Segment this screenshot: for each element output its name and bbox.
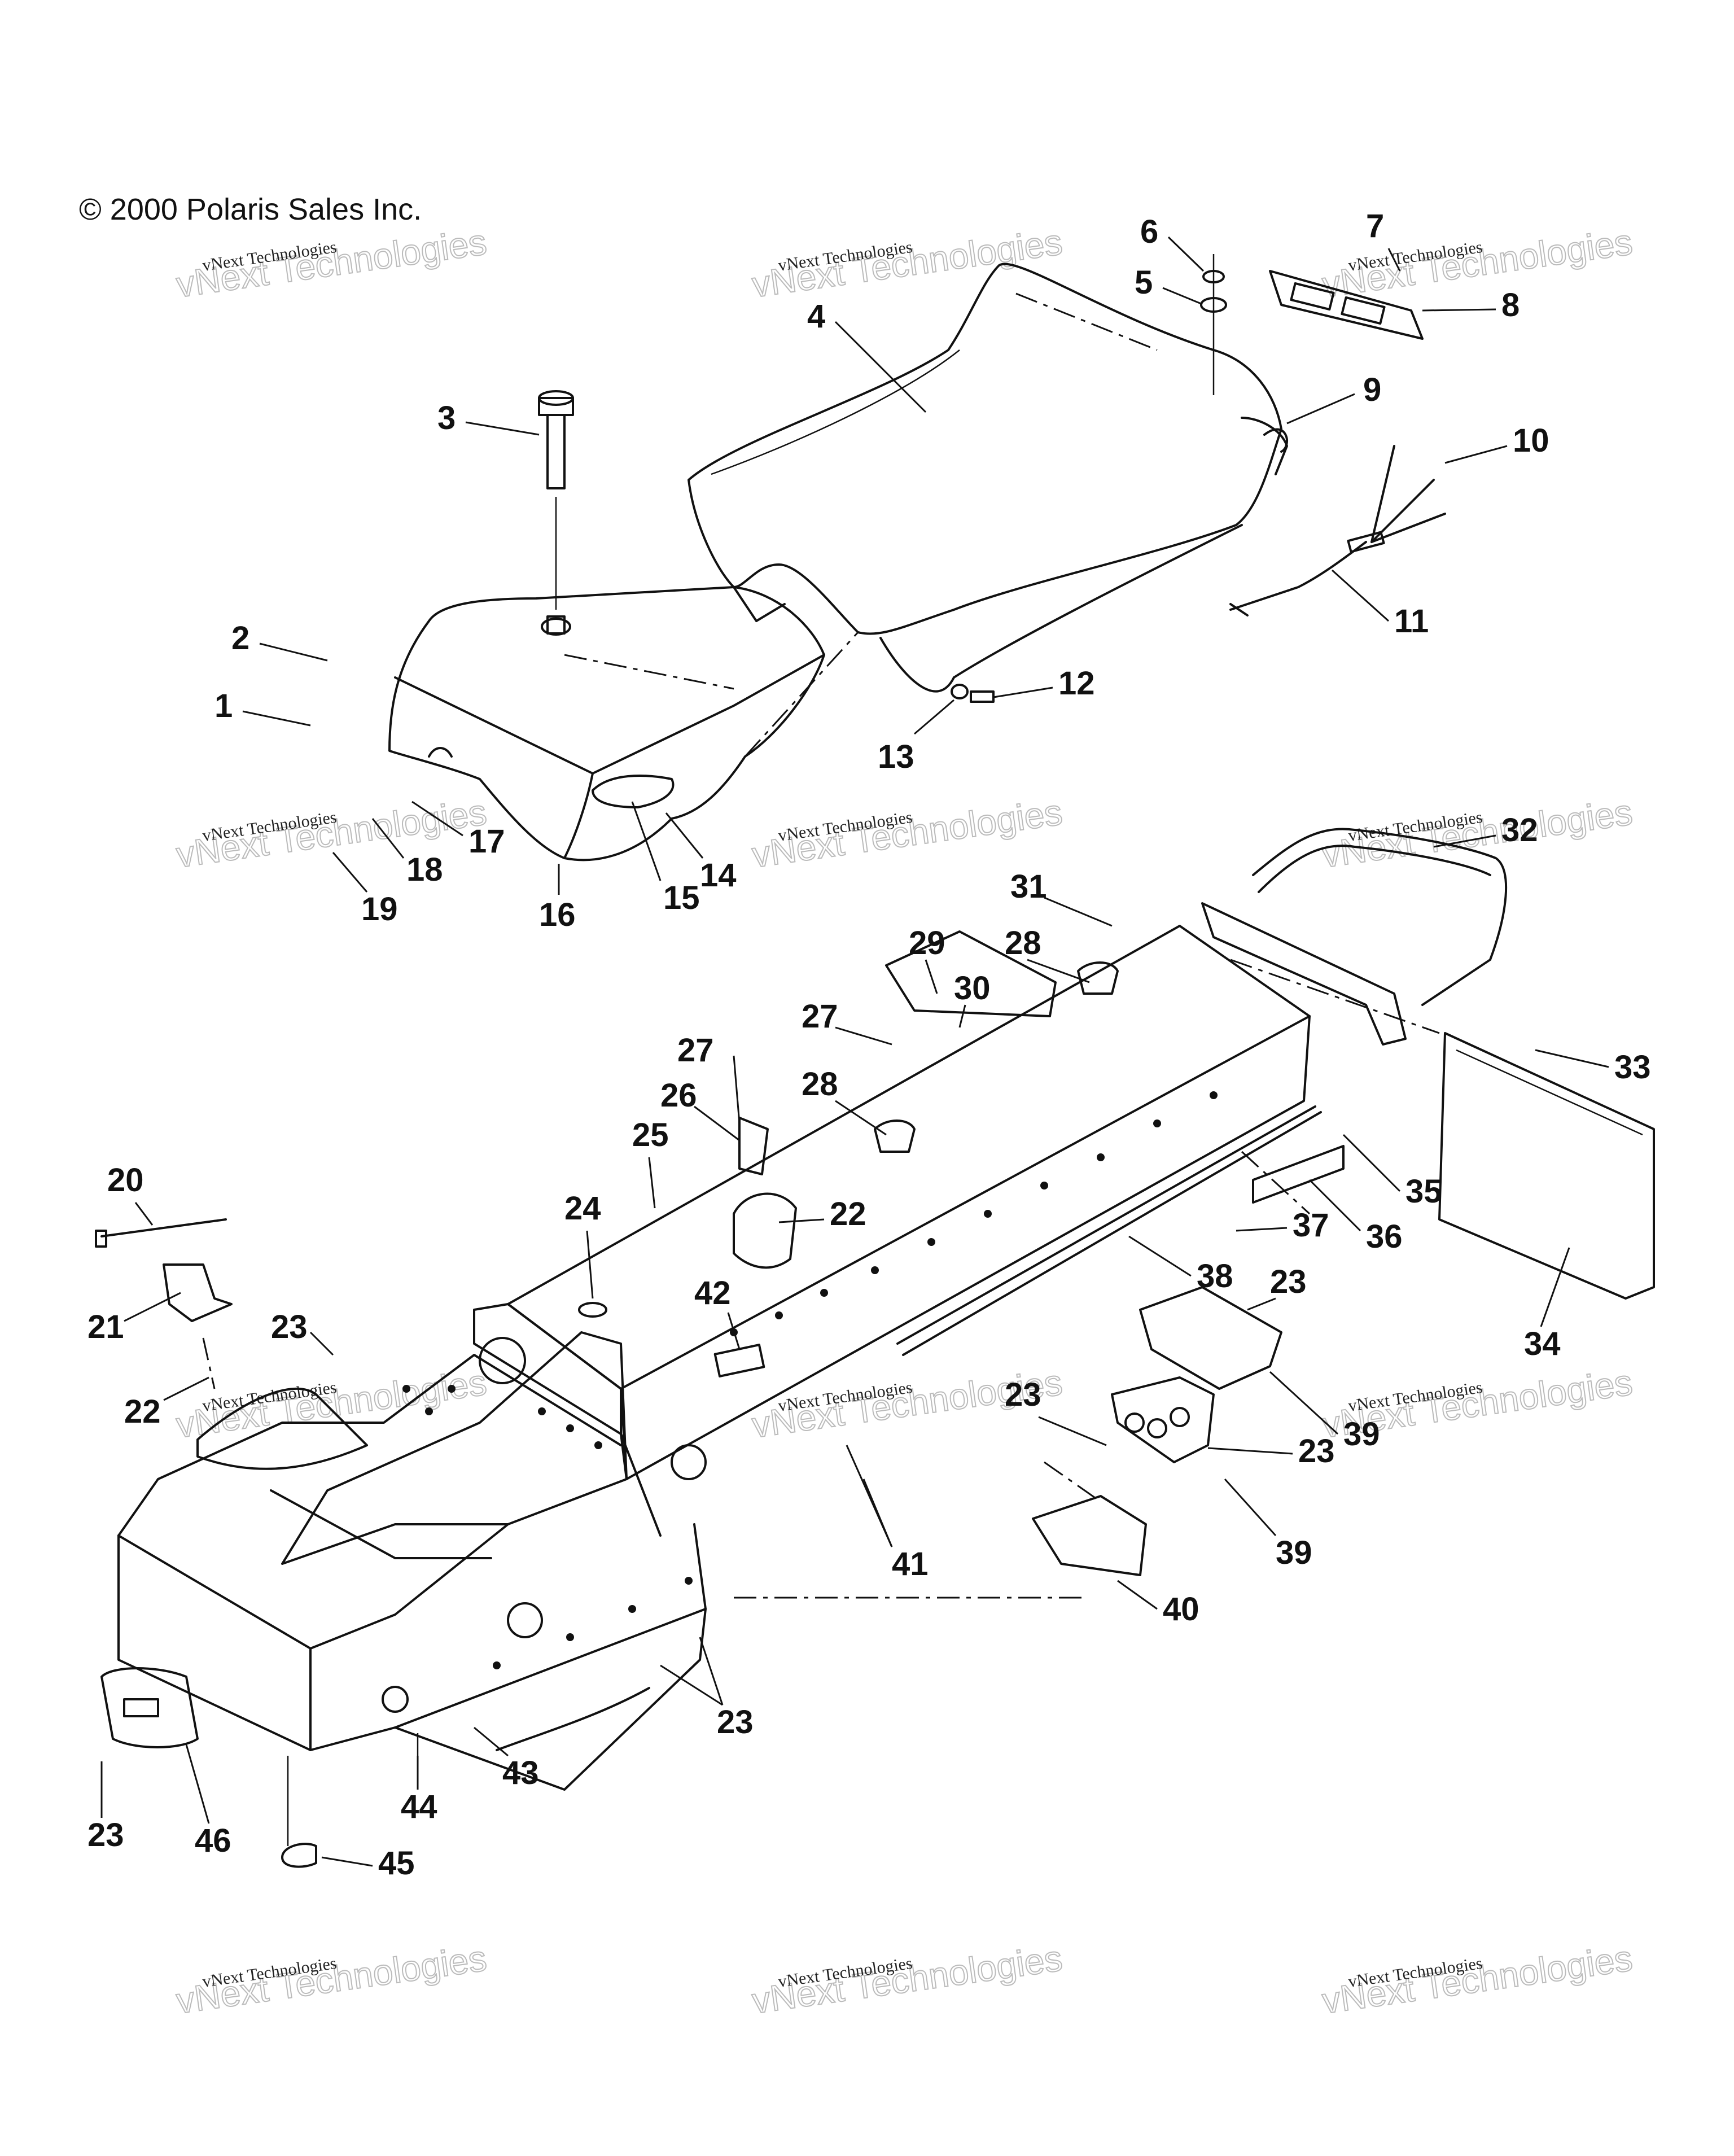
callout-25: 25 [632,1117,669,1153]
watermark: vNext Technologies vNext Technologies [173,221,489,305]
watermark: vNext Technologies vNext Technologies [173,1937,489,2022]
callout-12: 12 [1058,665,1095,702]
callout-27b: 27 [802,998,838,1035]
callout-8: 8 [1501,287,1520,323]
callout-29: 29 [909,925,945,961]
callout-33: 33 [1614,1049,1651,1086]
brackets [1032,1286,1282,1576]
callout-10: 10 [1513,422,1549,459]
callout-11: 11 [1394,603,1429,640]
fuel-tank [388,586,825,861]
callout-18: 18 [406,851,443,888]
frame-holes [402,1091,1218,1669]
chassis-frame [100,925,1311,1791]
callout-27a: 27 [677,1032,714,1069]
callout-16: 16 [539,896,576,933]
callout-15: 15 [663,880,700,916]
callout-44: 44 [401,1788,437,1825]
assembly-lines [202,631,1440,1599]
callout-20: 20 [107,1162,144,1199]
callout-40: 40 [1163,1591,1199,1628]
callout-23d: 23 [1005,1376,1041,1413]
callout-28b: 28 [1005,925,1041,961]
callout-35: 35 [1405,1173,1442,1210]
callout-46: 46 [195,1822,231,1859]
callout-36: 36 [1366,1218,1403,1255]
callout-5: 5 [1135,264,1153,301]
callout-28a: 28 [802,1066,838,1103]
callout-21: 21 [87,1309,124,1345]
watermark: vNext Technologies vNext Technologies [749,791,1065,876]
callout-24: 24 [564,1190,601,1227]
callout-14: 14 [700,857,737,894]
callout-31: 31 [1010,868,1047,905]
callout-30: 30 [954,970,991,1007]
misc-parts [95,930,1345,1868]
callout-45: 45 [378,1845,415,1882]
seat-hardware [951,254,1424,703]
callout-42: 42 [694,1275,731,1311]
grab-bar [1201,828,1508,1046]
callout-41: 41 [892,1546,929,1582]
callout-19: 19 [361,891,398,928]
callout-38: 38 [1197,1258,1233,1295]
copyright-notice: © 2000 Polaris Sales Inc. [79,193,422,226]
callout-32: 32 [1501,812,1538,849]
callout-23c: 23 [1298,1433,1335,1470]
callout-6: 6 [1140,213,1158,250]
watermark-group: vNext Technologies vNext Technologies vN… [173,221,1635,2022]
callout-22: 22 [830,1196,866,1232]
callout-39a: 39 [1343,1416,1380,1453]
callout-17: 17 [468,823,505,860]
callout-43: 43 [502,1755,539,1791]
seat [688,263,1288,693]
callout-2: 2 [231,620,249,657]
callouts: 1 2 3 4 5 6 7 8 9 10 11 12 13 14 15 16 1… [87,208,1651,1882]
fuel-cap [538,390,574,610]
callout-34: 34 [1524,1326,1561,1362]
callout-23f: 23 [87,1817,124,1853]
callout-39b: 39 [1276,1534,1312,1571]
callout-23b: 23 [1270,1263,1307,1300]
callout-26: 26 [660,1077,697,1114]
callout-1: 1 [214,688,233,724]
callout-37: 37 [1293,1207,1329,1244]
watermark: vNext Technologies vNext Technologies [749,221,1065,305]
snow-flap [1438,1032,1655,1300]
callout-9: 9 [1363,371,1381,408]
watermark: vNext Technologies vNext Technologies [1319,1937,1635,2022]
callout-22b: 22 [124,1393,161,1430]
callout-23e: 23 [717,1704,754,1740]
watermark: vNext Technologies vNext Technologies [173,1361,489,1446]
callout-7: 7 [1366,208,1384,244]
wire-harness [1229,445,1446,616]
watermark: vNext Technologies vNext Technologies [749,1937,1065,2022]
callout-13: 13 [878,738,914,775]
callout-3: 3 [437,400,456,436]
callout-23a: 23 [271,1309,308,1345]
callout-4: 4 [807,298,825,335]
